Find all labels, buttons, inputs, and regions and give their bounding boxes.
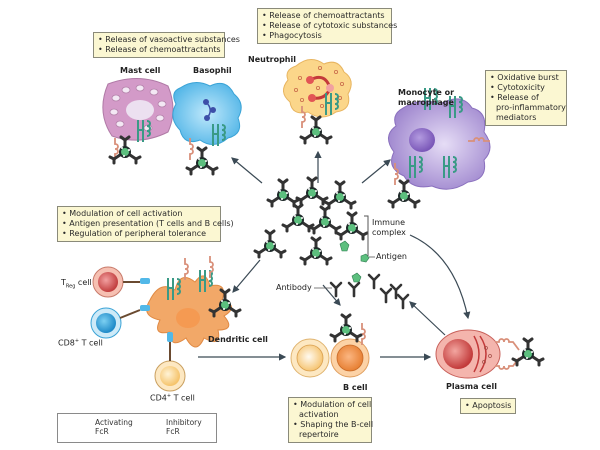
plasma-cell-label: Plasma cell [446,382,497,391]
monocyte-label-line2: macrophage [398,98,454,107]
legend-activating-line1: Activating [95,418,133,427]
box-item: Release of [490,93,562,103]
immune-complex-cluster [253,176,369,266]
b-cell [290,313,370,378]
cd8-label: CD8+ T cell [58,338,103,348]
mast-basophil-functions-box: Release of vasoactive substances Release… [93,32,240,58]
mast-cell [102,78,174,165]
treg-label-sub: Reg [65,283,76,290]
treg-cell [92,266,150,298]
monocyte-label: Monocyte or macrophage [398,88,454,108]
legend: Activating FcR Inhibitory FcR [57,413,217,443]
legend-activating-line2: FcR [95,427,109,436]
plasma-functions-box: Apoptosis [460,398,516,414]
box-item: Release of chemoattractants [98,45,220,55]
box-item: Modulation of cell activation [62,209,216,219]
dendritic-functions-box: Modulation of cell activation Antigen pr… [57,206,234,242]
free-antigens [339,240,370,283]
neutrophil-label: Neutrophil [248,55,296,64]
arrows [198,150,471,361]
cd8-label-main: CD8 [58,338,75,348]
b-cell-functions-box: Modulation of cell activation Shaping th… [288,397,373,443]
plasma-cell [435,329,545,379]
treg-label-suffix: cell [75,278,92,287]
box-item: Phagocytosis [262,31,387,41]
neutrophil-functions-box: Release of chemoattractants Release of c… [257,8,397,44]
arrow-to-dendritic [232,259,261,293]
basophil-label: Basophil [193,66,232,75]
immune-complex-label-line2: complex [372,228,406,237]
arrow-to-basophil [231,157,263,184]
antibody-label: Antibody [276,283,312,292]
legend-inhibitory-line2: FcR [166,427,180,436]
box-item: Cytotoxicity [490,83,562,93]
cd4-label: CD4+ T cell [150,393,195,403]
cd4-t-cell [154,332,186,392]
inhibitory-fcr-horizontal [468,137,490,142]
dendritic-cell-label: Dendritic cell [208,335,268,344]
arrow-to-macrophage [361,159,391,184]
treg-label-main: T [61,278,66,287]
box-item-continued: pro-inflammatory [496,103,566,112]
immune-complex-label-line1: Immune [372,218,406,227]
macrophage [387,87,491,209]
box-item-continued: activation [299,410,339,419]
mast-cell-label: Mast cell [120,66,161,75]
monocyte-label-line1: Monocyte or [398,88,455,97]
box-item: Antigen presentation (T cells and B cell… [62,219,233,229]
box-item: Release of vasoactive substances [98,35,240,45]
box-item: Modulation of cell [293,400,371,410]
monocyte-functions-box: Oxidative burst Cytotoxicity Release of … [485,70,567,126]
legend-inhibitory-label: Inhibitory FcR [166,418,202,436]
cd4-label-sup: + [166,393,172,399]
box-item-continued: repertoire [299,430,339,439]
neutrophil [283,59,352,145]
cd4-label-main: CD4 [150,393,167,403]
immune-complex-bracket [364,215,369,257]
basophil [172,82,242,176]
arrow-complex-to-plasma [409,234,471,320]
box-item: Oxidative burst [490,73,562,83]
box-item: Regulation of peripheral tolerance [62,229,216,239]
free-antibodies [329,273,410,310]
box-item: Apoptosis [465,401,511,411]
arrow-plasma-to-antibody [409,301,446,336]
b-cell-label: B cell [343,383,368,392]
cd4-label-suffix: T cell [171,393,195,403]
dendritic-cell [146,255,242,348]
immune-complex-label: Immune complex [372,218,406,238]
box-item: Release of cytotoxic substances [262,21,397,31]
box-item: Release of chemoattractants [262,11,387,21]
cd8-label-sup: + [74,338,80,344]
legend-inhibitory-line1: Inhibitory [166,418,202,427]
treg-label: TReg cell [61,278,92,290]
antigen-label: Antigen [376,252,407,261]
cd8-label-suffix: T cell [79,338,103,348]
box-item-continued: mediators [496,113,537,122]
cd8-t-cell [90,305,150,339]
legend-activating-label: Activating FcR [95,418,133,436]
box-item: Shaping the B-cell [293,420,373,430]
